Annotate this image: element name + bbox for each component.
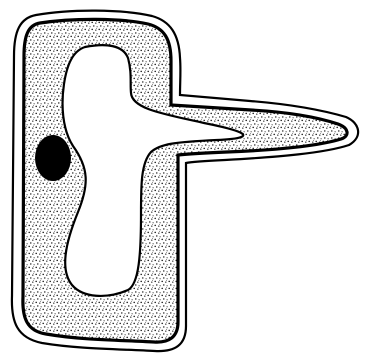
nucleus [35,135,71,181]
